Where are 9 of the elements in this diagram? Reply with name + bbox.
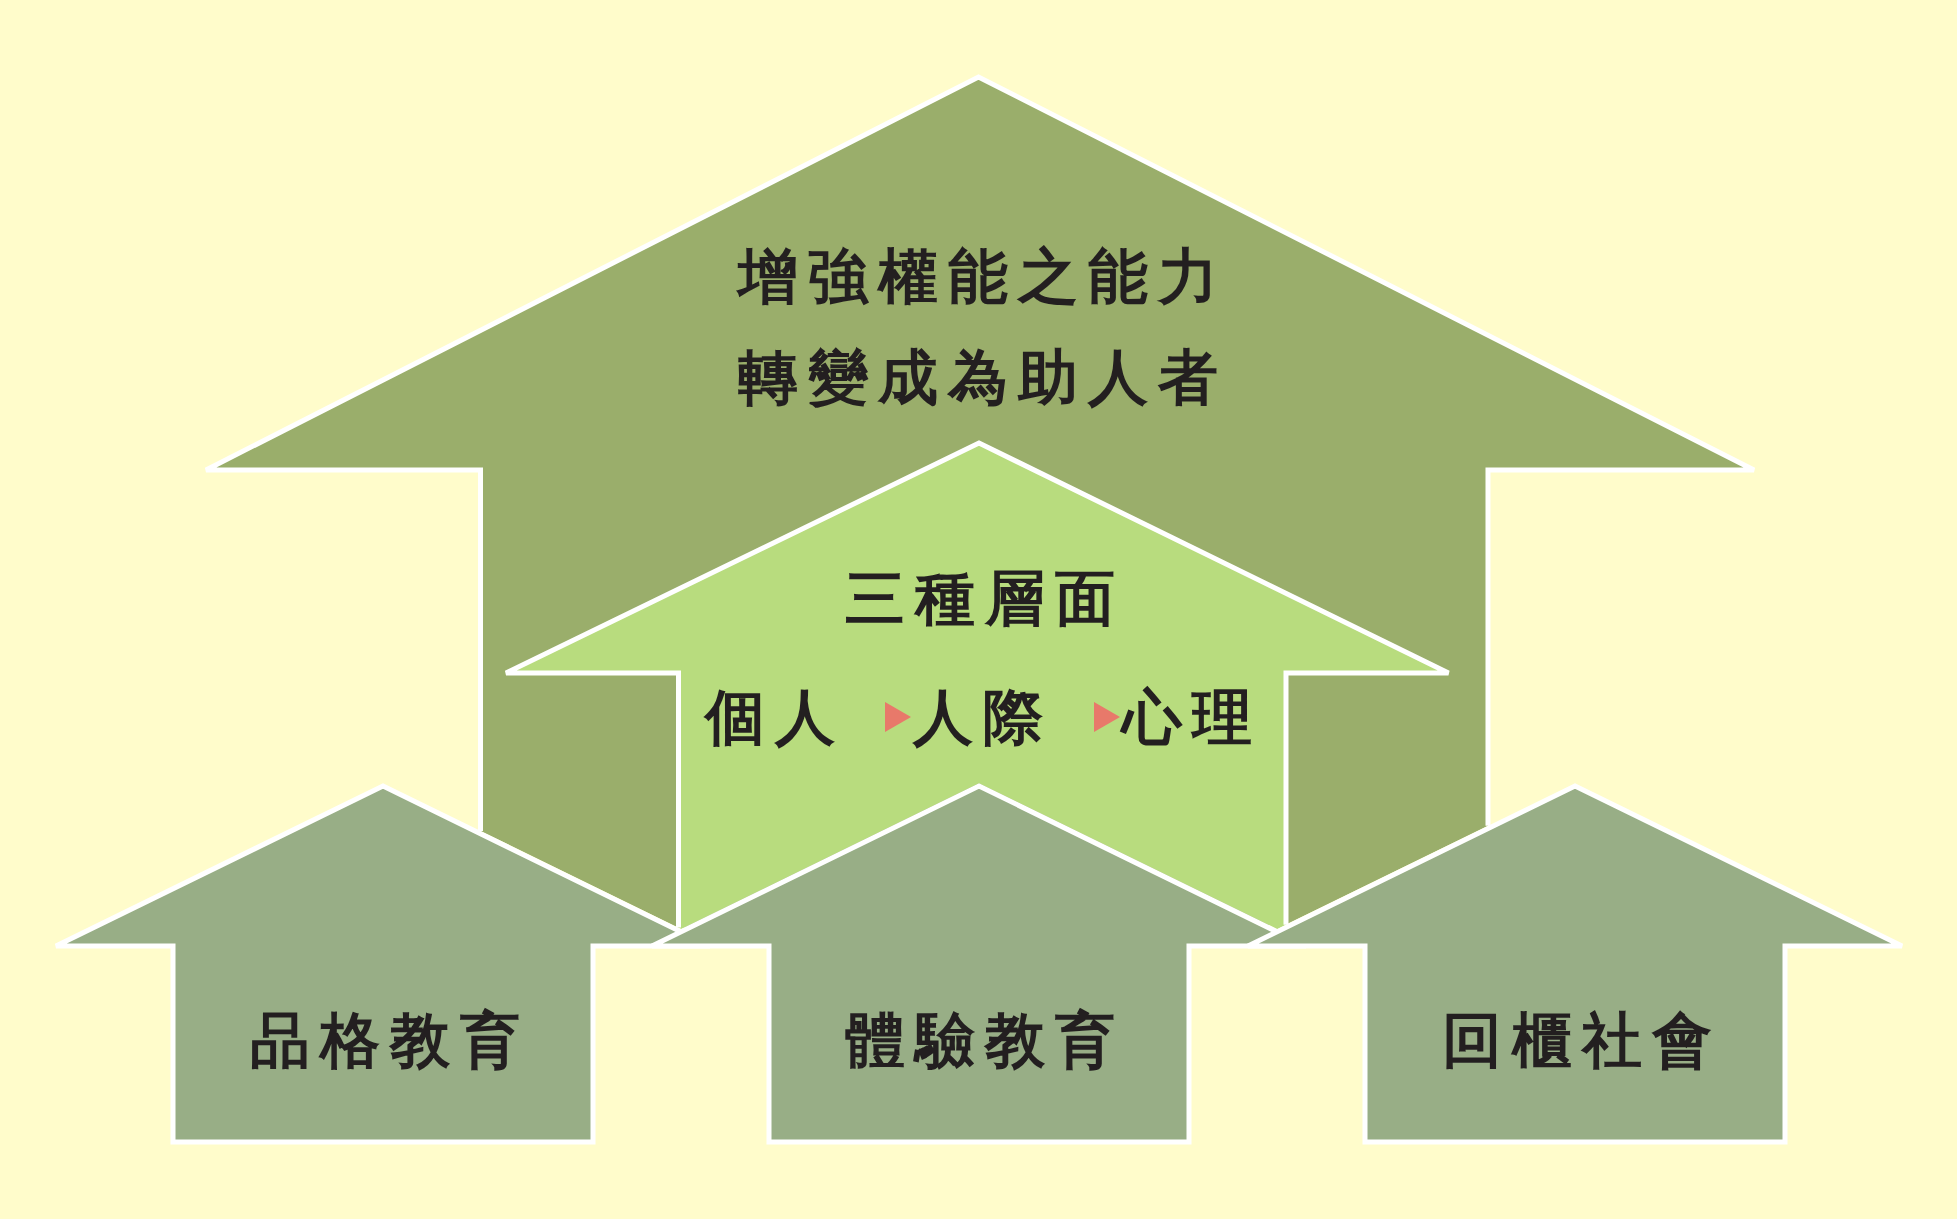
arrow-label: 增強權能之能力轉變成為助人者 <box>735 240 1229 414</box>
arrow-label: 回櫃社會 <box>1442 1004 1722 1076</box>
arrow-label: 品格教育 <box>250 1004 530 1076</box>
house-shape <box>1245 783 1905 1145</box>
step-label: 個人 <box>705 681 845 753</box>
step-label: 人際 <box>913 681 1053 753</box>
arrow-label: 體驗教育 <box>845 1004 1125 1076</box>
step-label: 心理 <box>1122 681 1262 753</box>
arrow-label: 三種層面 <box>845 562 1125 634</box>
